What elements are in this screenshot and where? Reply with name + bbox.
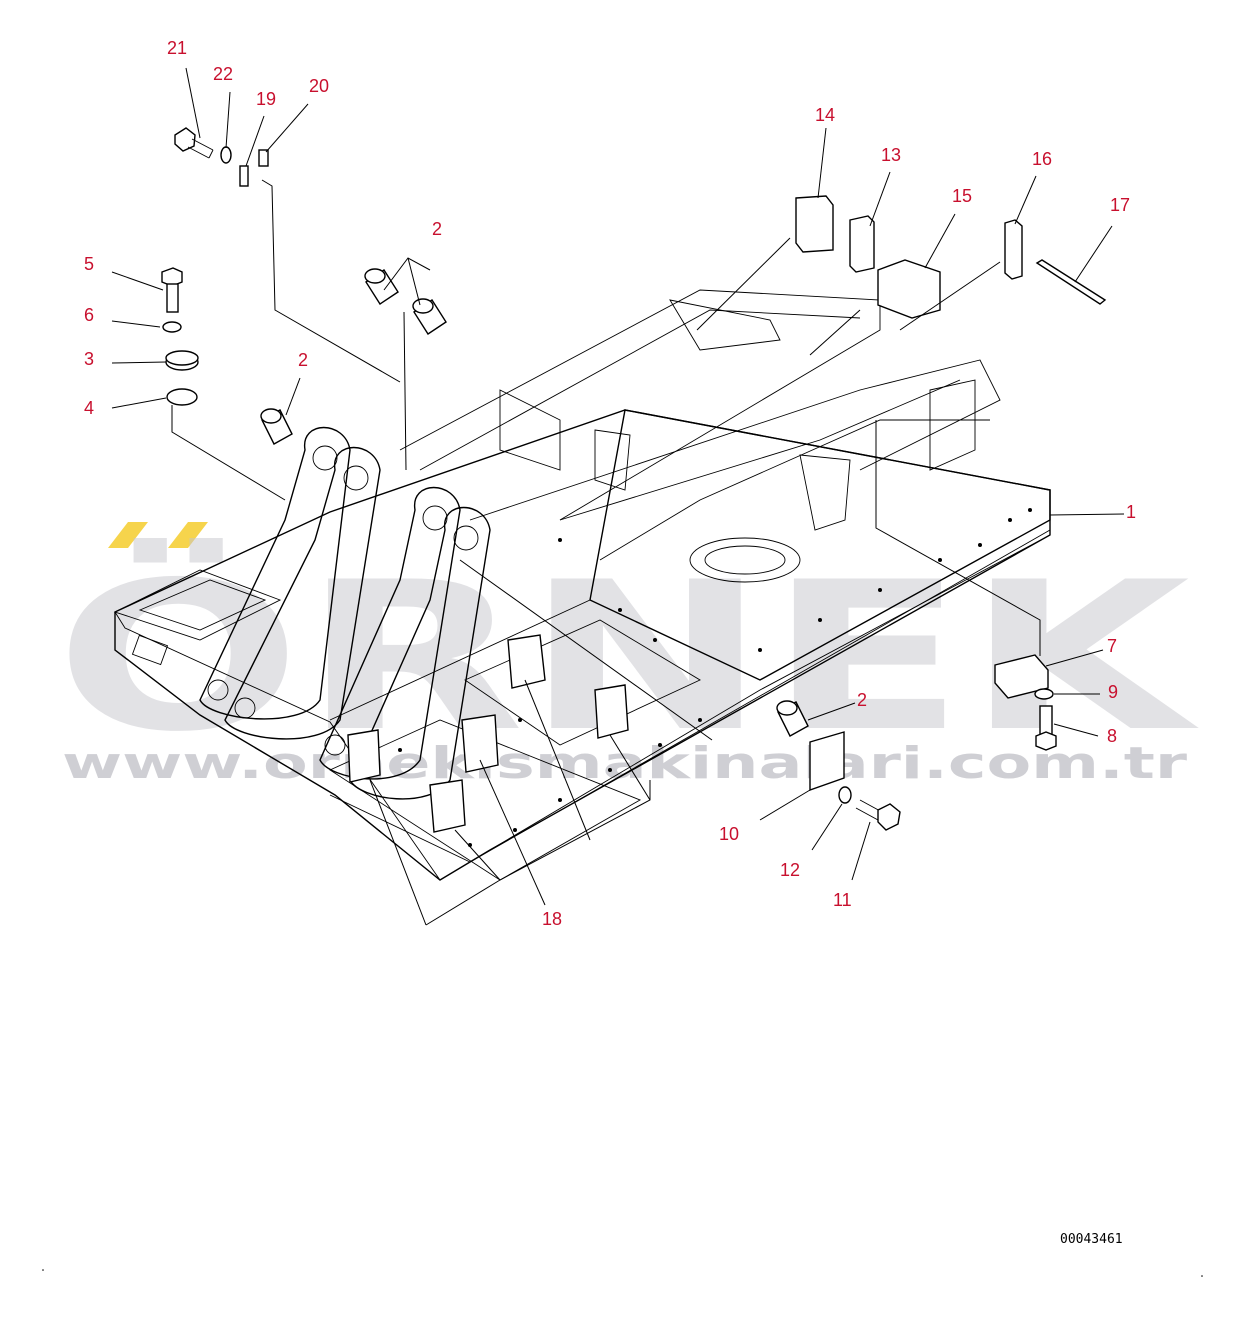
bolt-11 [855,799,901,831]
callout-11: 11 [833,890,852,910]
bushing-2 [260,408,293,445]
bolt-21 [174,127,214,159]
plate-16 [1004,219,1023,280]
cap-3 [165,350,199,371]
callout-2-right: 2 [857,690,867,710]
washer-6 [162,321,182,333]
watermark-accent [108,522,148,548]
plate-20 [258,149,269,167]
cab-mount [347,634,629,833]
callout-14: 14 [815,105,835,125]
callout-18: 18 [542,909,562,929]
block-13 [849,215,875,273]
block-14 [795,195,834,253]
callout-12: 12 [780,860,800,880]
callout-2-left: 2 [298,350,308,370]
plate-10 [809,731,845,791]
watermark-logo: ÖRNEK [55,538,1200,777]
bushing-2 [412,298,447,335]
watermark-url: www.ornekismakinalari.com.tr [62,738,1187,789]
callout-13: 13 [881,145,901,165]
callout-1: 1 [1126,502,1136,522]
bushing-2 [776,700,809,737]
washer-12 [838,786,852,804]
watermark: ÖRNEK www.ornekismakinalari.com.tr [55,522,1200,789]
callout-5: 5 [84,254,94,274]
plate-19 [239,165,249,187]
bolt-8 [1035,705,1057,751]
callout-7: 7 [1107,636,1117,656]
callout-20: 20 [309,76,329,96]
leader-lines [111,67,1125,926]
callout-6: 6 [84,305,94,325]
corner-mark [42,1269,44,1271]
callout-15: 15 [952,186,972,206]
callout-labels: 21 22 19 20 14 13 16 15 17 2 5 6 3 4 2 1… [84,38,1136,929]
callout-16: 16 [1032,149,1052,169]
callout-19: 19 [256,89,276,109]
callout-8: 8 [1107,726,1117,746]
callout-17: 17 [1110,195,1130,215]
ring-4 [166,388,198,406]
washer-22 [220,146,232,164]
bar-17 [1035,259,1107,305]
bushing-2 [364,268,399,305]
callout-10: 10 [719,824,739,844]
callout-9: 9 [1108,682,1118,702]
washer-9 [1034,688,1054,700]
bracket-7 [994,654,1049,699]
main-frame [113,289,1051,881]
callout-22: 22 [213,64,233,84]
callout-21: 21 [167,38,187,58]
callout-2-top: 2 [432,219,442,239]
drawing-code: 00043461 [1060,1232,1123,1247]
watermark-accent [168,522,208,548]
corner-mark [1201,1275,1203,1277]
callout-3: 3 [84,349,94,369]
callout-4: 4 [84,398,94,418]
bolt-5 [161,267,183,313]
block-15 [877,259,941,319]
loose-parts [161,127,1107,831]
